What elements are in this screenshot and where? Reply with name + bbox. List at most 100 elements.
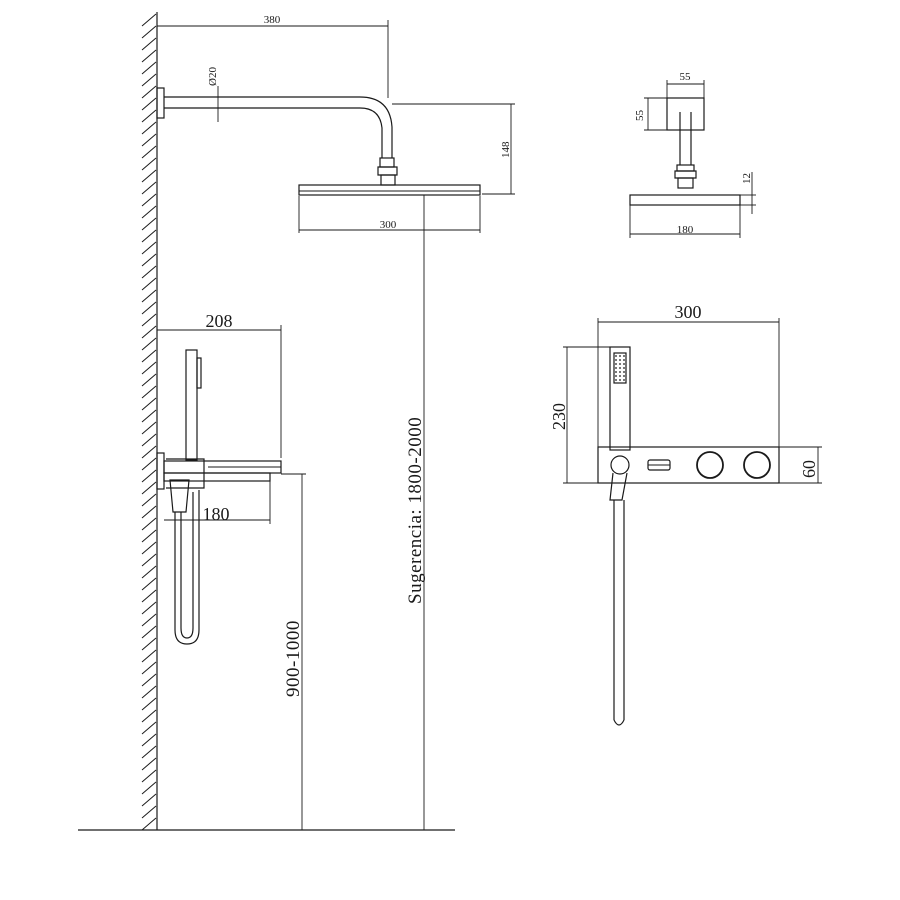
hatch-line [141, 613, 157, 627]
hatch-line [141, 697, 157, 711]
hatch-line [141, 805, 157, 819]
nozzle-dot [619, 371, 621, 373]
hatch-line [141, 121, 157, 135]
hatch-line [141, 481, 157, 495]
nozzle-dot [615, 379, 617, 381]
hatch-line [141, 181, 157, 195]
nozzle-dot [615, 375, 617, 377]
dimension-small-head-width: 180 [629, 205, 741, 238]
hatch-line [141, 445, 157, 459]
nozzle-dot [615, 363, 617, 365]
nozzle-dot [615, 359, 617, 361]
dimension-label-diameter: Ø20 [207, 67, 219, 86]
hatch-line [141, 529, 157, 543]
nozzle-dot [619, 359, 621, 361]
nozzle-dot [619, 355, 621, 357]
hatch-line [141, 433, 157, 447]
dimension-handset-height: 230 [549, 346, 610, 484]
dimension-label-900-1000: 900-1000 [283, 620, 304, 697]
hatch-line [141, 61, 157, 75]
dimension-panel-height: 60 [779, 446, 822, 484]
hatch-line [141, 157, 157, 171]
mixer-side-view [156, 349, 282, 645]
nozzle-dot [619, 379, 621, 381]
dimension-mixer-depth: 180 [164, 481, 271, 524]
hatch-line [141, 373, 157, 387]
dimension-label-12: 12 [741, 173, 753, 184]
shower-head-small-view [629, 97, 741, 206]
hatch-line [141, 25, 157, 39]
hatch-line [141, 745, 157, 759]
hatch-line [141, 781, 157, 795]
dimension-label-208: 208 [206, 311, 233, 331]
nozzle-dot [623, 363, 625, 365]
nozzle-dot [623, 379, 625, 381]
hatch-line [141, 577, 157, 591]
hatch-line [141, 601, 157, 615]
overhead-shower-side-view [156, 87, 481, 196]
hatch-line [141, 385, 157, 399]
hatch-line [141, 277, 157, 291]
dimension-panel-width: 300 [597, 302, 780, 447]
hatch-line [141, 217, 157, 231]
hatch-line [141, 541, 157, 555]
hatch-line [141, 469, 157, 483]
nozzle-dot [623, 371, 625, 373]
hatch-line [141, 421, 157, 435]
hatch-line [141, 133, 157, 147]
hatch-line [141, 757, 157, 771]
dimension-label-148: 148 [500, 141, 512, 158]
nozzle-dot [623, 375, 625, 377]
dimension-arm-length: 380 [157, 14, 389, 98]
hatch-line [141, 325, 157, 339]
hatch-line [141, 493, 157, 507]
control-knob-left [696, 451, 724, 479]
hatch-line [141, 349, 157, 363]
hatch-line [141, 229, 157, 243]
dimension-label-300-head: 300 [380, 219, 397, 231]
hatch-line [141, 253, 157, 267]
hatch-line [141, 337, 157, 351]
dimension-head-width: 300 [298, 196, 481, 233]
hatch-line [141, 721, 157, 735]
dimension-label-55-height: 55 [634, 110, 646, 122]
hatch-line [141, 709, 157, 723]
dimension-head-thickness: 12 [740, 172, 756, 214]
dimension-flange-height: 55 [634, 97, 667, 131]
hatch-line [141, 625, 157, 639]
hatch-line [141, 637, 157, 651]
hatch-line [141, 169, 157, 183]
dimension-label-head-height: Sugerencia: 1800-2000 [405, 417, 426, 604]
hatch-line [141, 565, 157, 579]
dimension-label-60: 60 [799, 460, 819, 478]
hatch-line [141, 397, 157, 411]
hatch-line [141, 553, 157, 567]
hatch-line [141, 241, 157, 255]
nozzle-dot [615, 367, 617, 369]
hatch-line [141, 649, 157, 663]
control-panel-front-view [597, 346, 780, 726]
hatch-line [141, 361, 157, 375]
hatch-line [141, 673, 157, 687]
hatch-line [141, 97, 157, 111]
hatch-line [141, 769, 157, 783]
hatch-line [141, 193, 157, 207]
control-knob-right [743, 451, 771, 479]
wall-hatching [141, 13, 157, 831]
hatch-line [141, 685, 157, 699]
wall [141, 12, 158, 831]
hatch-line [141, 589, 157, 603]
hatch-line [141, 457, 157, 471]
dimension-mixer-height: 900-1000 [281, 473, 306, 830]
dimension-label-300-panel: 300 [675, 302, 702, 322]
hatch-line [141, 661, 157, 675]
hatch-line [141, 109, 157, 123]
hatch-line [141, 301, 157, 315]
dimension-head-drop: 148 [392, 103, 515, 195]
nozzle-dot [619, 375, 621, 377]
dimension-label-230: 230 [549, 403, 569, 430]
dimension-flange-width: 55 [666, 71, 705, 98]
hatch-line [141, 37, 157, 51]
hatch-line [141, 73, 157, 87]
